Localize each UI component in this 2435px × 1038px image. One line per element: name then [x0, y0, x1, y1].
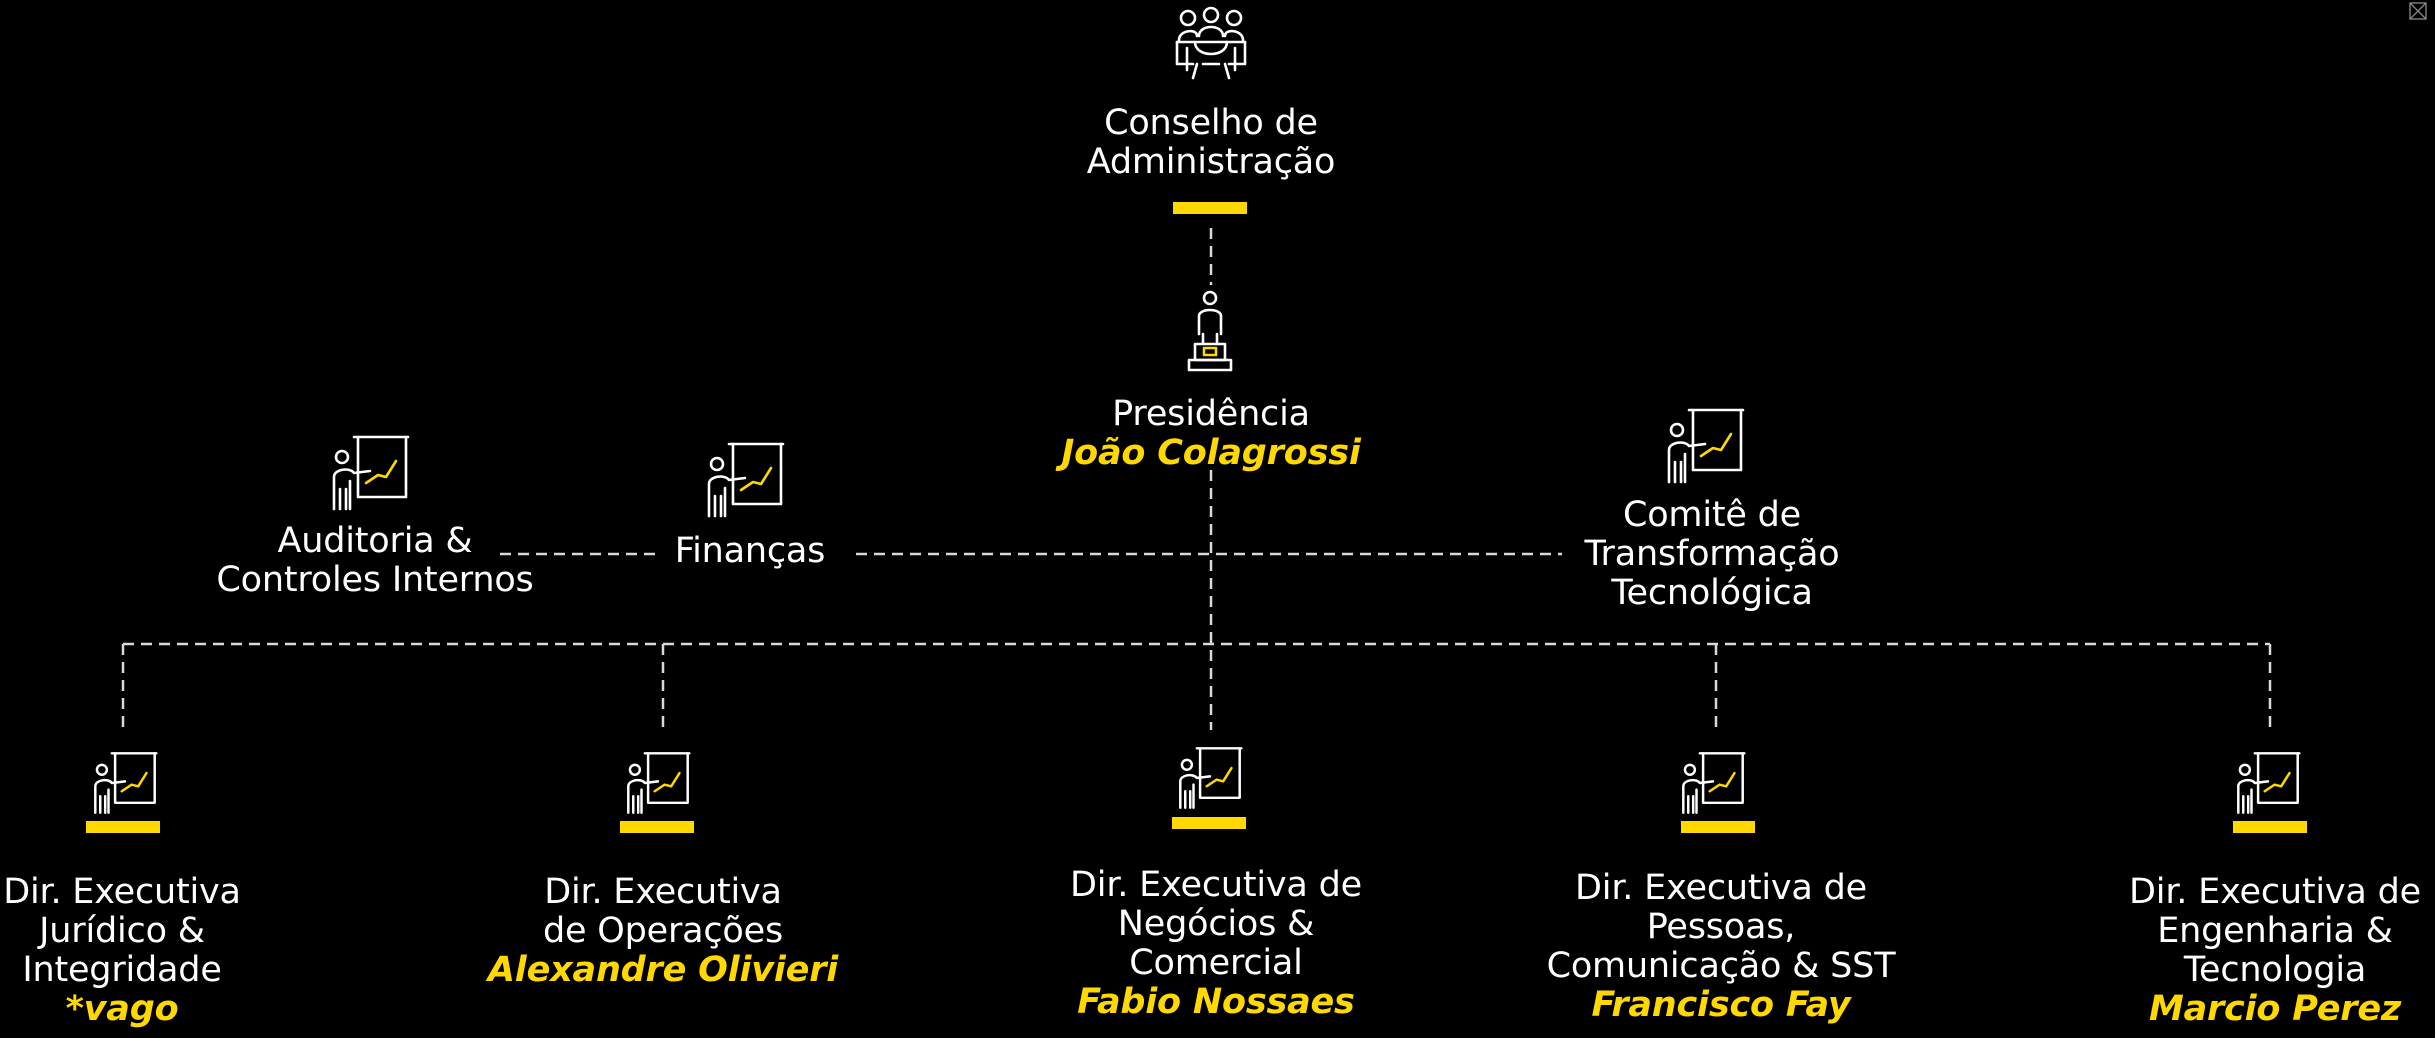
presenter-chart-icon [1667, 408, 1745, 484]
node-pessoas-label: Dir. Executiva de Pessoas, Comunicação &… [1531, 869, 1911, 1025]
engenharia-line-1: Dir. Executiva de [2129, 872, 2421, 912]
engenharia-name: Marcio Perez [2148, 989, 2402, 1029]
operacoes-line-2: de Operações [542, 911, 784, 951]
node-auditoria-label: Auditoria & Controles Internos [200, 522, 550, 600]
negocios-line-3: Comercial [1129, 943, 1303, 983]
presidencia-title: Presidência [1112, 394, 1310, 434]
node-presidencia-label: Presidência João Colagrossi [1036, 395, 1386, 473]
conselho-line-2: Administração [1086, 142, 1336, 182]
auditoria-line-2: Controles Internos [216, 560, 534, 600]
conselho-line-1: Conselho de [1104, 103, 1318, 143]
negocios-line-1: Dir. Executiva de [1070, 865, 1362, 905]
accent-bar [1172, 817, 1246, 829]
operacoes-name: Alexandre Olivieri [487, 950, 839, 990]
comite-line-1: Comitê de [1622, 495, 1801, 535]
auditoria-line-1: Auditoria & [277, 521, 473, 561]
node-negocios-label: Dir. Executiva de Negócios & Comercial F… [1056, 866, 1376, 1022]
accent-bar [86, 821, 160, 833]
comite-line-2: Transformação [1584, 534, 1840, 574]
presenter-chart-icon [707, 442, 785, 518]
trophy-person-icon [1187, 290, 1233, 372]
accent-bar [2233, 821, 2307, 833]
pessoas-name: Francisco Fay [1591, 985, 1851, 1025]
juridico-line-3: Integridade [22, 950, 222, 990]
presenter-chart-icon [1179, 747, 1243, 809]
engenharia-line-3: Tecnologia [2183, 950, 2367, 990]
pessoas-line-3: Comunicação & SST [1546, 946, 1896, 986]
presenter-chart-icon [1682, 752, 1746, 814]
financas-line-1: Finanças [674, 531, 826, 571]
presenter-chart-icon [2237, 752, 2301, 814]
juridico-line-2: Jurídico & [39, 911, 205, 951]
close-icon[interactable] [2409, 2, 2427, 20]
engenharia-line-2: Engenharia & [2157, 911, 2393, 951]
presenter-chart-icon [332, 435, 410, 511]
node-comite-label: Comitê de Transformação Tecnológica [1562, 496, 1862, 613]
pessoas-line-1: Dir. Executiva de [1575, 868, 1867, 908]
presenter-chart-icon [94, 752, 158, 814]
juridico-line-1: Dir. Executiva [3, 872, 241, 912]
node-operacoes-label: Dir. Executiva de Operações Alexandre Ol… [483, 873, 843, 990]
negocios-name: Fabio Nossaes [1077, 982, 1355, 1022]
operacoes-line-1: Dir. Executiva [544, 872, 782, 912]
meeting-table-icon [1175, 6, 1247, 80]
juridico-name: *vago [65, 989, 179, 1029]
negocios-line-2: Negócios & [1117, 904, 1315, 944]
accent-bar [620, 821, 694, 833]
node-juridico-label: Dir. Executiva Jurídico & Integridade *v… [0, 873, 244, 1029]
node-engenharia-label: Dir. Executiva de Engenharia & Tecnologi… [2119, 873, 2431, 1029]
node-conselho-label: Conselho de Administração [1061, 104, 1361, 182]
accent-bar [1681, 821, 1755, 833]
accent-bar [1173, 202, 1247, 214]
presenter-chart-icon [627, 752, 691, 814]
node-financas-label: Finanças [600, 532, 900, 571]
pessoas-line-2: Pessoas, [1646, 907, 1796, 947]
presidencia-name: João Colagrossi [1061, 433, 1361, 473]
comite-line-3: Tecnológica [1611, 573, 1813, 613]
